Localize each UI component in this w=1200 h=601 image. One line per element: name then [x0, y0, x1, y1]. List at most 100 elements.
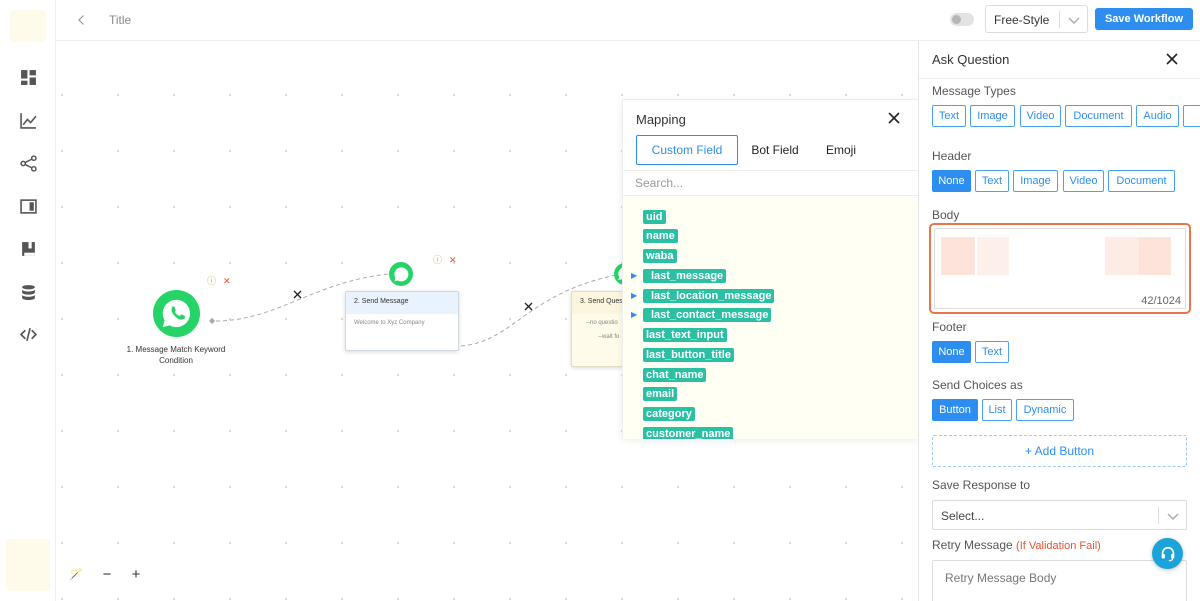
tab-bot-field[interactable]: Bot Field [751, 143, 799, 157]
choice-option-dynamic[interactable]: Dynamic [1016, 399, 1074, 421]
database-icon[interactable] [16, 280, 40, 304]
mapping-popover: Mapping Custom Field Bot Field Emoji Sea… [622, 99, 921, 439]
chevron-down-icon [1167, 513, 1179, 520]
field-chip[interactable]: chat_name [643, 368, 707, 382]
body-textarea[interactable]: 42/1024 [929, 223, 1191, 314]
header-option-document[interactable]: Document [1108, 170, 1175, 192]
save-response-label: Save Response to [932, 478, 1031, 492]
expand-caret-icon[interactable]: ▶ [631, 271, 638, 280]
field-chip[interactable]: category [643, 407, 695, 421]
header-option-none[interactable]: None [932, 170, 971, 192]
message-type-image[interactable]: Image [970, 105, 1015, 127]
add-button[interactable]: + Add Button [932, 435, 1187, 467]
choice-option-list[interactable]: List [982, 399, 1012, 421]
redacted-text [977, 237, 1009, 275]
redacted-text [1139, 237, 1171, 275]
field-chip[interactable]: last_text_input [643, 328, 727, 342]
panel-title: Ask Question [932, 52, 1010, 67]
field-chip[interactable]: last_message [643, 269, 727, 283]
select-divider [1059, 11, 1060, 28]
mapping-title: Mapping [636, 112, 686, 127]
info-icon[interactable]: ⓘ [433, 255, 443, 265]
mapping-search-input[interactable]: Search... [623, 170, 921, 196]
expand-caret-icon[interactable]: ▶ [631, 310, 638, 319]
send-message-node[interactable]: 2. Send Message Welcome to Xyz Company [345, 291, 459, 351]
active-toggle[interactable] [950, 13, 974, 26]
node-body-line: --no questio [586, 320, 618, 326]
expand-caret-icon[interactable]: ▶ [631, 291, 638, 300]
user-area [6, 539, 50, 591]
send-question-node[interactable]: 3. Send Ques --no questio --wait fo [571, 291, 623, 367]
message-types-label: Message Types [932, 84, 1016, 98]
whatsapp-trigger-icon[interactable] [153, 290, 200, 337]
mapping-tabs: Custom Field Bot Field Emoji [636, 135, 921, 165]
brand-logo [10, 10, 46, 42]
choice-option-button[interactable]: Button [932, 399, 978, 421]
close-icon[interactable] [887, 111, 901, 125]
field-chip[interactable]: last_location_message [643, 289, 775, 303]
chevron-down-icon [1068, 17, 1080, 24]
headset-icon [1161, 546, 1174, 561]
header-option-text[interactable]: Text [975, 170, 1009, 192]
node-body-text: Welcome to Xyz Company [354, 320, 425, 326]
message-type-more[interactable] [1183, 105, 1200, 127]
field-chip[interactable]: last_contact_message [643, 308, 772, 322]
zoom-in-button[interactable]: + [131, 565, 141, 583]
book-icon[interactable] [16, 237, 40, 261]
select-divider [1158, 507, 1159, 524]
message-type-text[interactable]: Text [932, 105, 966, 127]
field-chip[interactable]: last_button_title [643, 348, 734, 362]
field-chip[interactable]: name [643, 229, 678, 243]
workflow-icon[interactable] [16, 151, 40, 175]
top-bar: Title Free-Style Save Workflow [56, 0, 1200, 41]
toggle-knob [952, 15, 961, 24]
footer-option-text[interactable]: Text [975, 341, 1009, 363]
save-response-value: Select... [941, 509, 985, 523]
retry-message-label: Retry Message (If Validation Fail) [932, 538, 1101, 552]
dashboard-icon[interactable] [16, 65, 40, 89]
tab-custom-field[interactable]: Custom Field [636, 135, 738, 165]
support-chat-button[interactable] [1152, 538, 1183, 569]
template-icon[interactable] [16, 194, 40, 218]
mode-select[interactable]: Free-Style [985, 5, 1088, 33]
delete-node-icon[interactable]: ✕ [223, 276, 231, 286]
redacted-text [1105, 237, 1139, 275]
analytics-icon[interactable] [16, 108, 40, 132]
message-type-video[interactable]: Video [1020, 105, 1061, 127]
field-chip[interactable]: customer_name [643, 427, 734, 439]
message-type-document[interactable]: Document [1065, 105, 1132, 127]
header-label: Header [932, 149, 972, 163]
code-icon[interactable] [16, 322, 40, 346]
workflow-title[interactable]: Title [109, 13, 132, 27]
whatsapp-message-icon [389, 262, 413, 286]
info-icon[interactable]: ⓘ [207, 276, 217, 286]
save-workflow-button[interactable]: Save Workflow [1095, 8, 1193, 30]
node-title: 3. Send Ques [572, 292, 622, 314]
field-chip[interactable]: email [643, 387, 678, 401]
tab-emoji[interactable]: Emoji [825, 143, 856, 157]
footer-label: Footer [932, 320, 967, 334]
body-textarea-inner: 42/1024 [934, 228, 1186, 309]
redacted-text [941, 237, 975, 275]
retry-message-input[interactable]: Retry Message Body [932, 560, 1187, 601]
field-chip[interactable]: waba [643, 249, 677, 263]
output-handle-icon[interactable]: ◆ [209, 316, 216, 325]
node-body-line: --wait fo [598, 334, 620, 340]
zoom-out-button[interactable]: − [102, 565, 112, 583]
field-chip[interactable]: uid [643, 210, 666, 224]
footer-option-none[interactable]: None [932, 341, 971, 363]
body-char-count: 42/1024 [1141, 295, 1181, 307]
back-button[interactable] [72, 10, 92, 30]
header-option-image[interactable]: Image [1013, 170, 1058, 192]
chevron-left-icon [78, 15, 84, 25]
retry-validation-hint: (If Validation Fail) [1016, 540, 1101, 552]
close-icon[interactable] [1165, 52, 1179, 66]
choices-label: Send Choices as [932, 378, 1023, 392]
node-1-label: 1. Message Match Keyword Condition [126, 345, 226, 365]
save-response-select[interactable]: Select... [932, 500, 1187, 530]
magic-wand-icon[interactable]: 🪄 [69, 568, 83, 581]
delete-node-icon[interactable]: ✕ [449, 255, 457, 265]
message-type-audio[interactable]: Audio [1136, 105, 1179, 127]
header-option-video[interactable]: Video [1063, 170, 1104, 192]
